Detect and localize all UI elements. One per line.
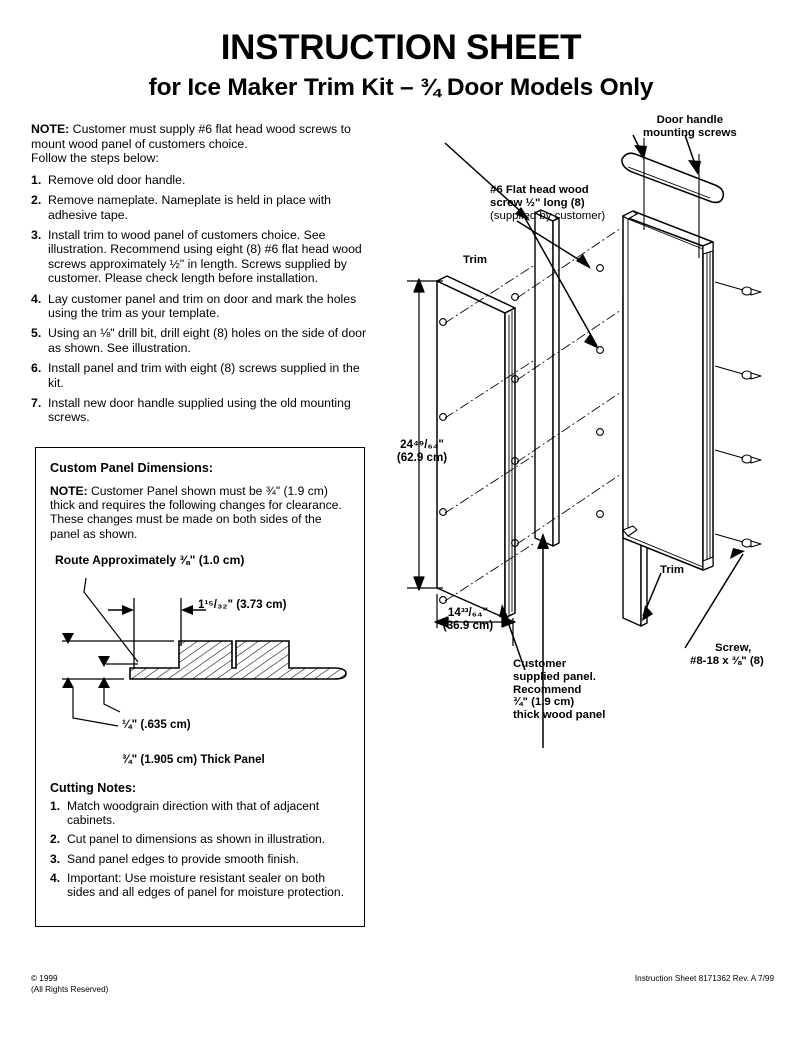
cutting-note-item: 4. Important: Use moisture resistant seal…	[50, 871, 355, 899]
page-title: INSTRUCTION SHEET	[220, 28, 582, 67]
cutting-note-item: 1. Match woodgrain direction with that of…	[50, 799, 355, 827]
page-subtitle: for Ice Maker Trim Kit – ¾ Door Models O…	[148, 74, 654, 101]
step-number: 7.	[31, 396, 42, 411]
cutting-notes-heading: Cutting Notes:	[50, 781, 137, 795]
dimension-width-label: 1¹⁵/₃₂" (3.73 cm)	[198, 598, 287, 611]
cutting-note-number: 3.	[50, 851, 61, 866]
step-item: 6. Install panel and trim with eight (8) …	[31, 361, 368, 390]
step-text: Install new door handle supplied using t…	[48, 396, 351, 425]
exploded-assembly-illustration: Door handle mounting screws #6 Flat head…	[385, 114, 795, 758]
panel-box-text-block: Custom Panel Dimensions: NOTE: Customer …	[36, 448, 364, 567]
footer-copyright: © 1999 (All Rights Reserved)	[31, 974, 108, 995]
flat-head-screw-label-line2: screw ½" long (8)	[490, 197, 585, 209]
step-text: Remove nameplate. Nameplate is held in p…	[48, 193, 331, 222]
trim-label-right: Trim	[660, 564, 685, 576]
note-text: Customer must supply #6 flat head wood s…	[31, 122, 351, 151]
step-number: 6.	[31, 361, 42, 376]
trim-label-left: Trim	[463, 254, 488, 266]
door-handle-drawing	[621, 152, 725, 204]
cutting-notes-section: Cutting Notes: 1. Match woodgrain directi…	[50, 781, 355, 904]
cutting-note-item: 3. Sand panel edges to provide smooth fin…	[50, 852, 355, 866]
panel-profile-shape	[129, 640, 347, 680]
copyright-line-1: © 1999	[31, 974, 58, 983]
panel-box-note: NOTE: Customer Panel shown must be ¾" (1…	[50, 484, 350, 541]
arrowhead-left	[181, 605, 193, 615]
footer-document-id: Instruction Sheet 8171362 Rev. A 7/99	[634, 974, 774, 983]
intro-note: NOTE: Customer must supply #6 flat head …	[31, 122, 368, 151]
height-dimension-metric: (62.9 cm)	[396, 451, 448, 464]
step-number: 5.	[31, 326, 42, 341]
label-leader-lines	[444, 134, 744, 748]
flat-head-screw-label-line1: #6 Flat head wood	[490, 184, 589, 196]
panel-note-text: Customer Panel shown must be ¾" (1.9 cm)…	[50, 484, 342, 541]
drill-hole-markers	[439, 264, 604, 604]
step-text: Remove old door handle.	[48, 172, 186, 187]
assembly-screws	[714, 281, 762, 548]
step-item: 5. Using an ⅛" drill bit, drill eight (8)…	[31, 326, 368, 355]
cutting-note-text: Match woodgrain direction with that of a…	[67, 799, 320, 828]
cutting-note-text: Cut panel to dimensions as shown in illu…	[67, 832, 326, 847]
width-dimension-value: 14³³/₆₄"	[447, 606, 489, 619]
panel-box-heading: Custom Panel Dimensions:	[50, 461, 214, 475]
steps-list: 1. Remove old door handle. 2. Remove namep…	[31, 173, 368, 425]
alignment-lines	[444, 227, 622, 602]
cross-section-svg	[62, 577, 347, 727]
step-item: 4. Lay customer panel and trim on door an…	[31, 292, 368, 321]
arrowhead-right	[122, 605, 134, 615]
custom-panel-dimensions-box: Custom Panel Dimensions: NOTE: Customer …	[35, 447, 365, 927]
door-handle-screws-label: Door handle mounting screws	[643, 114, 737, 139]
cutting-note-number: 4.	[50, 870, 61, 885]
step-text: Install panel and trim with eight (8) sc…	[48, 361, 360, 390]
step-item: 7. Install new door handle supplied using…	[31, 396, 368, 425]
step-item: 3. Install trim to wood panel of customer…	[31, 228, 368, 286]
dimension-depth-label: ¼" (.635 cm)	[122, 718, 191, 731]
step-number: 2.	[31, 193, 42, 208]
note-label: NOTE:	[31, 122, 70, 136]
screw-label-line2: #8-18 x ⅜" (8)	[690, 655, 764, 667]
customer-supplied-panel-label: Customer supplied panel. Recommend ¾" (1…	[513, 658, 606, 722]
cutting-note-text: Sand panel edges to provide smooth finis…	[67, 851, 299, 866]
arrowhead-up	[62, 677, 74, 688]
route-approximately-label: Route Approximately ⅜" (1.0 cm)	[55, 552, 245, 567]
cutting-note-item: 2. Cut panel to dimensions as shown in il…	[50, 832, 355, 846]
step-text: Lay customer panel and trim on door and …	[48, 291, 357, 321]
cutting-note-number: 1.	[50, 799, 61, 813]
step-number: 1.	[31, 172, 42, 187]
cutting-note-number: 2.	[50, 832, 61, 847]
trim-strip-front	[534, 209, 560, 547]
assembly-svg	[407, 134, 762, 748]
flat-head-screw-label-line3: (supplied by customer)	[490, 210, 606, 222]
cutting-note-text: Important: Use moisture resistant sealer…	[67, 870, 344, 900]
instructions-column: NOTE: Customer must supply #6 flat head …	[31, 122, 368, 431]
dimension-thickness-label: ¾" (1.905 cm) Thick Panel	[122, 753, 265, 766]
cutting-notes-list: 1. Match woodgrain direction with that of…	[50, 799, 355, 899]
arrowhead-left	[434, 616, 449, 628]
step-number: 4.	[31, 291, 42, 306]
panel-cross-section-diagram: 1¹⁵/₃₂" (3.73 cm) ¼" (.635 cm) ¾" (1.905…	[46, 576, 358, 776]
step-text: Using an ⅛" drill bit, drill eight (8) h…	[48, 326, 367, 355]
arrowhead-down	[98, 656, 110, 667]
step-item: 2. Remove nameplate. Nameplate is held in…	[31, 193, 368, 222]
screw-label-line1: Screw,	[715, 642, 752, 654]
height-dimension-value: 24⁴⁹/₆₄"	[400, 438, 444, 451]
follow-steps-text: Follow the steps below:	[31, 151, 159, 166]
copyright-line-2: (All Rights Reserved)	[31, 984, 109, 994]
width-dimension-metric: (36.9 cm)	[442, 619, 494, 632]
step-item: 1. Remove old door handle.	[31, 173, 368, 187]
arrowhead-up	[98, 677, 110, 688]
arrowhead-down	[62, 633, 74, 644]
refrigerator-door-drawing	[622, 210, 714, 571]
arrowhead-down	[413, 576, 425, 591]
leader-arrowheads	[499, 145, 745, 621]
height-dimension-line	[407, 280, 443, 589]
panel-note-label: NOTE:	[50, 484, 88, 498]
step-text: Install trim to wood panel of customers …	[48, 228, 362, 286]
step-number: 3.	[31, 228, 42, 242]
arrowhead-up	[413, 278, 425, 293]
